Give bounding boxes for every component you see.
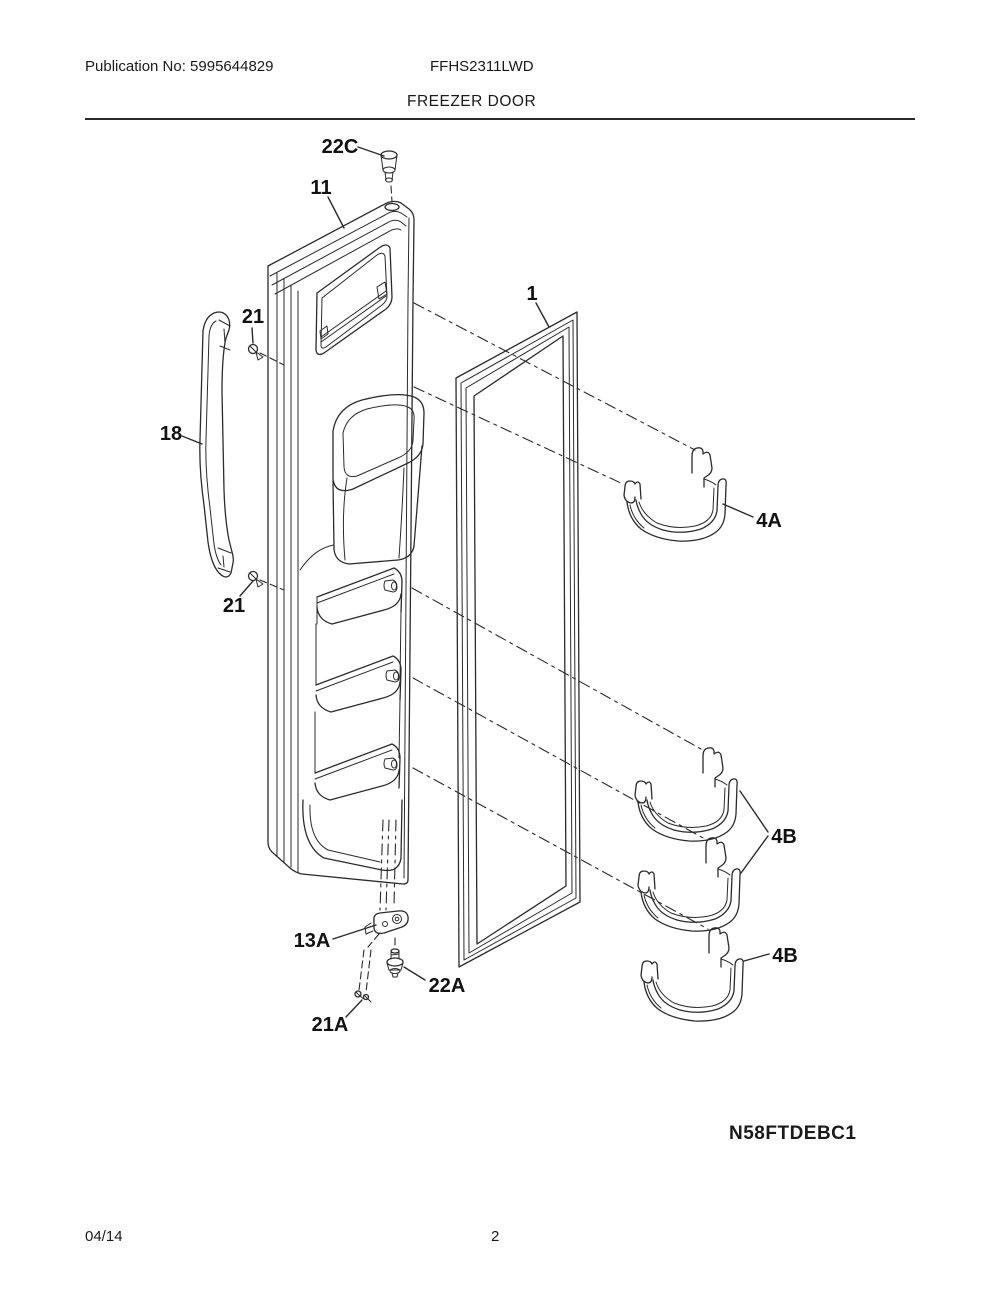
drawing-code: N58FTDEBC1 (729, 1123, 857, 1144)
door-gasket-drawing (455, 311, 581, 968)
header-rule (85, 118, 915, 120)
upper-door-bin-4A-drawing (623, 447, 727, 542)
footer-page-number: 2 (491, 1228, 500, 1245)
bottom-screws-21A-drawing (354, 990, 372, 1003)
callout-4B-upper: 4B (771, 826, 797, 848)
handle-screw-top-drawing (247, 343, 285, 366)
door-bin-4B-1-drawing (634, 747, 738, 842)
model-number: FFHS2311LWD (430, 58, 534, 75)
callout-labels: 22C 11 1 18 21 21 4A 4B 4B 13A 22A 21A (160, 136, 798, 1036)
callout-11: 11 (310, 177, 331, 199)
leader-lines (181, 146, 770, 1018)
door-bin-4B-3-drawing (640, 927, 744, 1022)
callout-22A: 22A (429, 975, 466, 997)
handle-screw-bottom-drawing (247, 570, 285, 591)
callout-13A: 13A (294, 930, 331, 952)
door-bin-4B-2-drawing (637, 837, 741, 932)
callout-21A: 21A (312, 1014, 349, 1036)
bottom-hinge-bolt-22A-drawing (386, 948, 404, 978)
callout-21-bottom: 21 (223, 595, 245, 617)
callout-4A: 4A (756, 510, 782, 532)
footer-date: 04/14 (85, 1228, 123, 1245)
door-handle-drawing (199, 311, 234, 578)
bottom-hinge-bracket-drawing (364, 910, 409, 935)
top-hinge-screw-drawing (380, 150, 398, 203)
section-title: FREEZER DOOR (407, 93, 537, 110)
projection-lines (358, 302, 709, 993)
callout-22C: 22C (322, 136, 359, 158)
door-panel-drawing (267, 200, 425, 885)
callout-4B-lower: 4B (772, 945, 798, 967)
callout-21-top: 21 (242, 306, 264, 328)
publication-number: Publication No: 5995644829 (85, 58, 274, 75)
callout-1: 1 (526, 283, 537, 305)
callout-18: 18 (160, 423, 182, 445)
